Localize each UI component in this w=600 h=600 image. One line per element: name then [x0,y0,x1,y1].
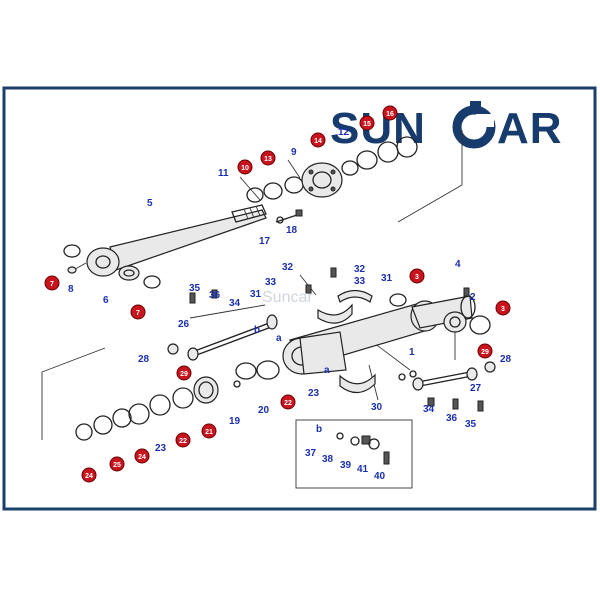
label-32-a: 32 [282,262,294,273]
label-35-a: 35 [189,283,201,294]
hydraulic-pipe-27 [412,367,478,391]
svg-text:21: 21 [205,429,213,436]
badge-29-b: 29 [477,343,493,359]
label-34-a: 34 [229,298,241,309]
bolt-17 [275,209,303,224]
label-1: 1 [409,347,415,358]
svg-text:22: 22 [179,438,187,445]
label-27: 27 [470,383,482,394]
badge-24-b: 24 [81,467,97,483]
tube-clamps [317,289,376,394]
label-a-1: a [276,333,282,344]
label-28-b: 28 [500,354,512,365]
logo-text-right: AR [497,104,563,153]
svg-text:24: 24 [138,454,146,461]
badge-21: 21 [201,423,217,439]
piston [301,162,343,198]
cylinder-head [282,331,347,375]
svg-text:3: 3 [415,274,419,281]
label-35-b: 35 [465,419,477,430]
badge-3-a: 3 [409,268,425,284]
svg-text:25: 25 [113,462,121,469]
badge-22-a: 22 [280,394,296,410]
label-36-a: 36 [209,290,221,301]
label-4: 4 [455,259,461,270]
svg-text:14: 14 [314,138,322,145]
badge-15: 15 [359,115,375,131]
label-41: 41 [357,464,369,475]
svg-text:15: 15 [363,121,371,128]
pin-8 [67,266,77,274]
svg-text:10: 10 [241,165,249,172]
label-20: 20 [258,405,270,416]
svg-text:16: 16 [386,111,394,118]
badge-16: 16 [382,105,398,121]
label-30: 30 [371,402,383,413]
svg-text:7: 7 [136,310,140,317]
label-33-b: 33 [354,276,366,287]
label-33-a: 33 [265,277,277,288]
rod-bushing [118,265,140,281]
label-a-2: a [324,365,330,376]
label-5: 5 [147,198,153,209]
label-12: 12 [338,127,350,138]
svg-text:7: 7 [50,281,54,288]
badge-29-a: 29 [176,365,192,381]
label-32-b: 32 [354,264,366,275]
label-17: 17 [259,236,271,247]
label-38: 38 [322,454,334,465]
label-23-b: 23 [308,388,320,399]
label-34-b: 34 [423,404,435,415]
tube-bushing [443,311,467,333]
piston-rod [86,204,267,277]
label-9: 9 [291,147,297,158]
label-19: 19 [229,416,241,427]
label-6: 6 [103,295,109,306]
label-39: 39 [340,460,352,471]
label-37: 37 [305,448,317,459]
svg-text:22: 22 [284,400,292,407]
badge-7-a: 7 [44,275,60,291]
seal-ring-3 [389,293,491,335]
svg-text:29: 29 [481,349,489,356]
badge-14: 14 [310,132,326,148]
label-2: 2 [470,292,476,303]
logo-text-left: SUN [330,104,426,153]
label-11: 11 [218,168,229,179]
detail-inset [295,419,413,489]
label-8: 8 [68,284,74,295]
brand-logo: SUN AR [330,101,563,153]
label-36-b: 36 [446,413,458,424]
badge-22-b: 22 [175,432,191,448]
label-31-a: 31 [250,289,262,300]
badge-25: 25 [109,456,125,472]
label-26: 26 [178,319,190,330]
svg-text:13: 13 [264,156,272,163]
svg-text:3: 3 [501,306,505,313]
part-labels: 1 2 4 5 6 8 9 11 12 17 18 19 20 23 23 26… [68,127,512,482]
hydraulic-pipe-26 [187,314,278,361]
badge-13: 13 [260,150,276,166]
label-28-a: 28 [138,354,150,365]
label-18: 18 [286,225,298,236]
guide-lines [41,130,463,440]
badge-24-a: 24 [134,448,150,464]
label-31-b: 31 [381,273,393,284]
badge-7-b: 7 [130,304,146,320]
logo-c-icon [452,101,496,149]
small-bolts [167,267,496,412]
badge-3-b: 3 [495,300,511,316]
seal-stack-lower [75,360,280,441]
label-b-2: b [316,424,322,435]
svg-text:29: 29 [180,371,188,378]
seal-kit-badges: 7 7 10 13 14 15 16 3 3 29 29 22 22 21 24… [44,105,511,483]
label-40: 40 [374,471,386,482]
badge-10: 10 [237,159,253,175]
svg-text:24: 24 [85,473,93,480]
label-b-1: b [254,325,260,336]
diagram-frame [2,86,597,511]
watermark: Suncar [262,289,313,306]
label-23-a: 23 [155,443,167,454]
